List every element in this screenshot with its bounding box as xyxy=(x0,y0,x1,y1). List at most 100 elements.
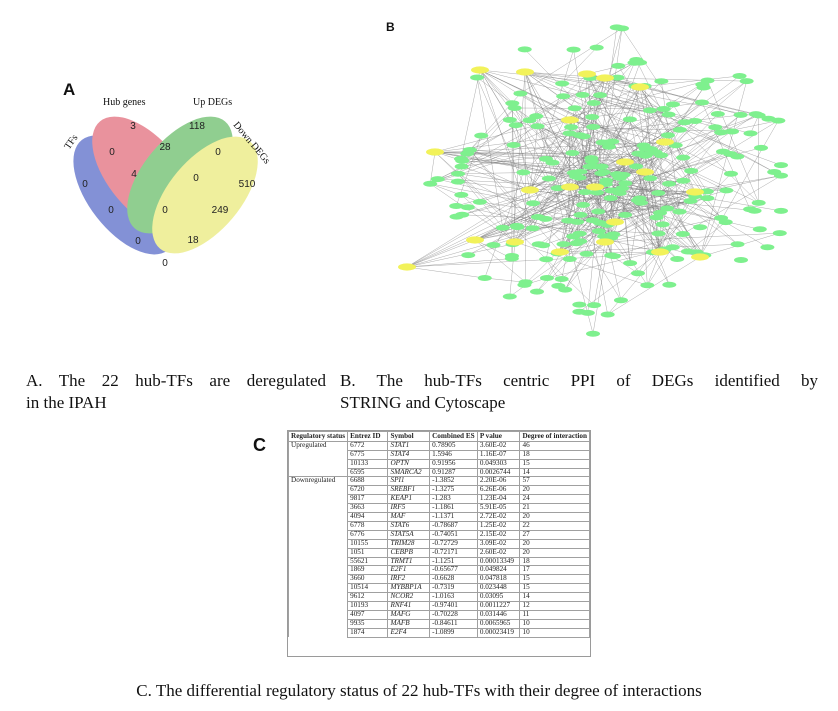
ppi-hub-tf-node xyxy=(686,188,704,196)
ppi-hub-tf-node xyxy=(471,66,489,74)
cell-regulatory-status: Upregulated xyxy=(287,440,349,451)
ppi-node xyxy=(638,145,653,152)
ppi-edge xyxy=(561,47,597,84)
cell-regulatory-status xyxy=(287,628,349,638)
ppi-edge xyxy=(546,252,653,279)
cell-entrez-id: 55621 xyxy=(347,556,389,567)
ppi-edge xyxy=(514,241,648,286)
ppi-node xyxy=(600,311,615,318)
cell-degree: 27 xyxy=(519,529,590,540)
caption-b-line1: B. The hub-TFs centric PPI of DEGs ident… xyxy=(340,371,818,390)
ppi-node xyxy=(585,217,600,224)
ppi-node xyxy=(525,225,540,232)
ppi-node xyxy=(450,178,465,185)
ppi-hub-tf-node xyxy=(516,68,534,76)
ppi-edge xyxy=(406,266,485,279)
ppi-node xyxy=(579,250,594,257)
ppi-node xyxy=(642,107,657,114)
cell-degree: 14 xyxy=(519,592,590,603)
ppi-edge xyxy=(532,77,618,204)
ppi-hub-tf-node xyxy=(586,183,604,191)
cell-degree: 15 xyxy=(519,583,590,594)
ppi-edge xyxy=(572,152,701,258)
ppi-node xyxy=(556,93,571,100)
ppi-edge xyxy=(479,69,661,253)
ppi-hub-tf-node xyxy=(521,186,539,194)
ppi-node xyxy=(486,241,501,248)
cell-regulatory-status xyxy=(287,565,349,575)
ppi-node xyxy=(578,189,593,196)
ppi-node xyxy=(509,222,524,229)
cell-entrez-id: 9612 xyxy=(347,592,389,603)
ppi-edge xyxy=(569,114,669,134)
caption-c: C. The differential regulatory status of… xyxy=(136,681,702,700)
ppi-node xyxy=(558,286,573,293)
header-degree: Degree of interaction xyxy=(519,431,590,442)
ppi-node xyxy=(612,190,627,197)
cell-combined-es: -0.70228 xyxy=(429,610,478,620)
ppi-edge xyxy=(479,69,511,120)
cell-degree: 10 xyxy=(519,627,590,638)
cell-symbol: CEBPB xyxy=(387,547,431,558)
cell-symbol: TRIM28 xyxy=(387,538,431,549)
ppi-node xyxy=(760,244,775,251)
cell-regulatory-status xyxy=(287,610,349,620)
cell-degree: 14 xyxy=(519,467,590,478)
ppi-node xyxy=(622,116,637,123)
ppi-node xyxy=(530,214,545,221)
ppi-hub-tf-node xyxy=(606,218,624,226)
cell-regulatory-status xyxy=(287,619,349,629)
ppi-node xyxy=(656,106,671,113)
cell-entrez-id: 1874 xyxy=(347,627,389,638)
ppi-node xyxy=(470,74,485,81)
ppi-node xyxy=(449,202,464,209)
ppi-edge xyxy=(509,119,610,147)
ppi-node xyxy=(504,255,519,262)
ppi-node xyxy=(611,173,626,180)
ppi-node xyxy=(575,91,590,98)
ppi-edge xyxy=(614,120,696,223)
ppi-node xyxy=(693,224,708,231)
ppi-node xyxy=(593,92,608,99)
ppi-hub-tf-node xyxy=(426,148,444,156)
cell-combined-es: 1.5946 xyxy=(429,449,478,460)
ppi-node xyxy=(462,146,477,153)
ppi-node xyxy=(771,117,786,124)
cell-degree: 22 xyxy=(519,520,590,531)
ppi-node xyxy=(670,255,685,262)
cell-symbol: OPTN xyxy=(387,458,431,469)
cell-combined-es: -1.1371 xyxy=(429,512,478,522)
ppi-edge xyxy=(474,141,666,241)
ppi-node xyxy=(572,174,587,181)
ppi-edge xyxy=(512,103,550,179)
ppi-node xyxy=(603,195,618,202)
cell-regulatory-status xyxy=(287,512,349,522)
cell-symbol: STAT5A xyxy=(387,529,431,540)
ppi-edge xyxy=(601,166,697,253)
ppi-edge xyxy=(658,192,697,253)
ppi-node xyxy=(529,113,544,120)
ppi-node xyxy=(632,195,647,202)
ppi-node xyxy=(653,209,668,216)
cell-entrez-id: 6776 xyxy=(347,529,389,540)
ppi-edge xyxy=(524,71,696,193)
ppi-node xyxy=(676,177,691,184)
ppi-edge xyxy=(604,77,775,173)
ppi-edge xyxy=(514,49,574,243)
cell-p-value: 3.60E-02 xyxy=(476,440,521,451)
ppi-edge xyxy=(586,62,635,75)
ppi-node xyxy=(569,240,584,247)
cell-regulatory-status xyxy=(287,557,349,566)
cell-regulatory-status xyxy=(287,583,349,593)
ppi-node xyxy=(734,257,749,264)
ppi-node xyxy=(615,185,630,192)
ppi-edge xyxy=(524,71,782,166)
ppi-edge xyxy=(524,211,599,286)
ppi-node xyxy=(774,207,788,214)
ppi-edge xyxy=(469,107,515,151)
cell-regulatory-status xyxy=(287,521,349,531)
ppi-node xyxy=(752,226,767,233)
ppi-hub-tf-node xyxy=(636,168,654,176)
